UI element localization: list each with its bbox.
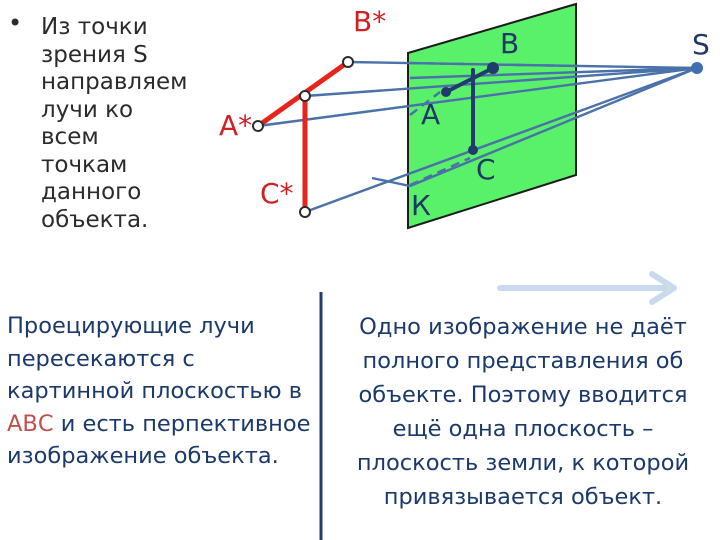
ray-a-star bbox=[257, 66, 698, 128]
label-c: C bbox=[476, 153, 496, 186]
label-a: A bbox=[421, 98, 440, 131]
hidden-ray-segments bbox=[409, 61, 579, 187]
label-b-star: B* bbox=[353, 5, 386, 38]
label-b: B bbox=[500, 27, 519, 60]
perspective-points bbox=[441, 62, 499, 155]
caption-left: Проецирующие лучи пересекаются с картинн… bbox=[7, 310, 327, 473]
label-s: S bbox=[692, 28, 710, 61]
ray-mid-upper bbox=[304, 66, 698, 98]
point-a bbox=[441, 87, 451, 97]
segment-a-b bbox=[444, 66, 495, 94]
label-k: К bbox=[411, 189, 431, 222]
point-c bbox=[468, 145, 478, 155]
ray-plane-upper bbox=[409, 66, 698, 80]
perspective-image bbox=[444, 66, 495, 152]
dashed-ray-lower bbox=[409, 156, 471, 187]
caption-left-abc: АВС bbox=[7, 410, 54, 437]
right-arrow-icon bbox=[497, 271, 677, 305]
bullet-marker: • bbox=[8, 9, 23, 37]
ray-c-star bbox=[304, 66, 698, 214]
caption-left-part1: Проецирующие лучи пересекаются с картинн… bbox=[7, 313, 303, 404]
dashed-ray-mid bbox=[409, 91, 441, 116]
ray-plane-lower bbox=[409, 66, 698, 188]
caption-right: Одно изображение не даёт полного предста… bbox=[356, 314, 690, 510]
object-vertices bbox=[252, 56, 354, 218]
vertex-c-star bbox=[299, 206, 311, 218]
viewpoint-s-point bbox=[691, 62, 703, 74]
label-a-star: A* bbox=[219, 109, 252, 142]
point-b bbox=[487, 62, 499, 74]
label-c-star: C* bbox=[260, 177, 294, 210]
picture-plane bbox=[407, 2, 577, 230]
vertex-a-star bbox=[252, 120, 264, 132]
ray-plane-to-k bbox=[371, 176, 411, 188]
dashed-ray-upper bbox=[409, 61, 579, 68]
caption-left-part2: и есть перпективное изображение объекта. bbox=[7, 410, 311, 470]
bullet-text: Из точки зрения S направляем лучи ко все… bbox=[41, 14, 188, 233]
vertex-top bbox=[299, 90, 311, 102]
vertex-b-star bbox=[342, 56, 354, 68]
